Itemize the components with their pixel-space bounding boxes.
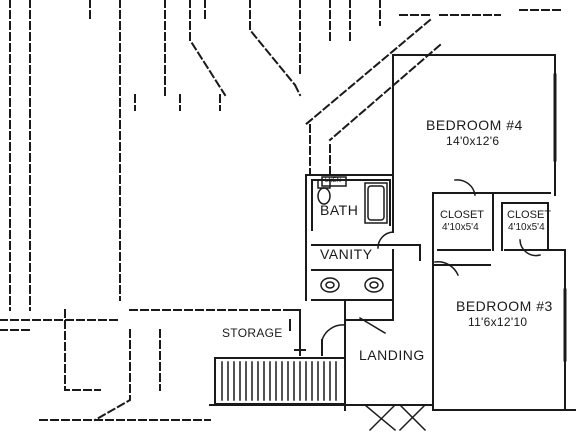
closet-1-size: 4'10x5'4 <box>442 222 479 233</box>
attic-outline <box>0 0 561 422</box>
stair <box>214 357 346 405</box>
bedroom-3-name: BEDROOM #3 <box>456 298 553 314</box>
vanity-name: VANITY <box>320 246 373 262</box>
bedroom-3-size: 11'6x12'10 <box>468 315 528 329</box>
bath-door <box>377 231 394 249</box>
bedroom-4-size: 14'0x12'6 <box>446 134 500 148</box>
closet-1-name: CLOSET <box>440 209 485 221</box>
linen-box <box>321 176 347 187</box>
closet-doors <box>454 179 541 257</box>
vanity-walls <box>311 249 394 301</box>
landing-walls <box>321 244 421 361</box>
toilet <box>317 179 331 205</box>
closet-2-size: 4'10x5'4 <box>508 222 545 233</box>
bedroom-4-walls <box>392 54 557 233</box>
closet-walls <box>432 192 551 266</box>
storage-walls <box>289 309 306 356</box>
bottom-walls <box>209 359 434 432</box>
closet-2-name: CLOSET <box>507 209 552 221</box>
linen-name: LNEN <box>325 178 342 184</box>
storage-name: STORAGE <box>222 326 283 340</box>
bedroom-3-walls <box>432 249 576 411</box>
sinks <box>320 277 384 293</box>
bath-walls <box>305 174 394 301</box>
landing-name: LANDING <box>359 347 425 363</box>
bath-name: BATH <box>320 202 359 218</box>
tub <box>364 182 388 224</box>
bedroom-4-name: BEDROOM #4 <box>426 117 523 133</box>
